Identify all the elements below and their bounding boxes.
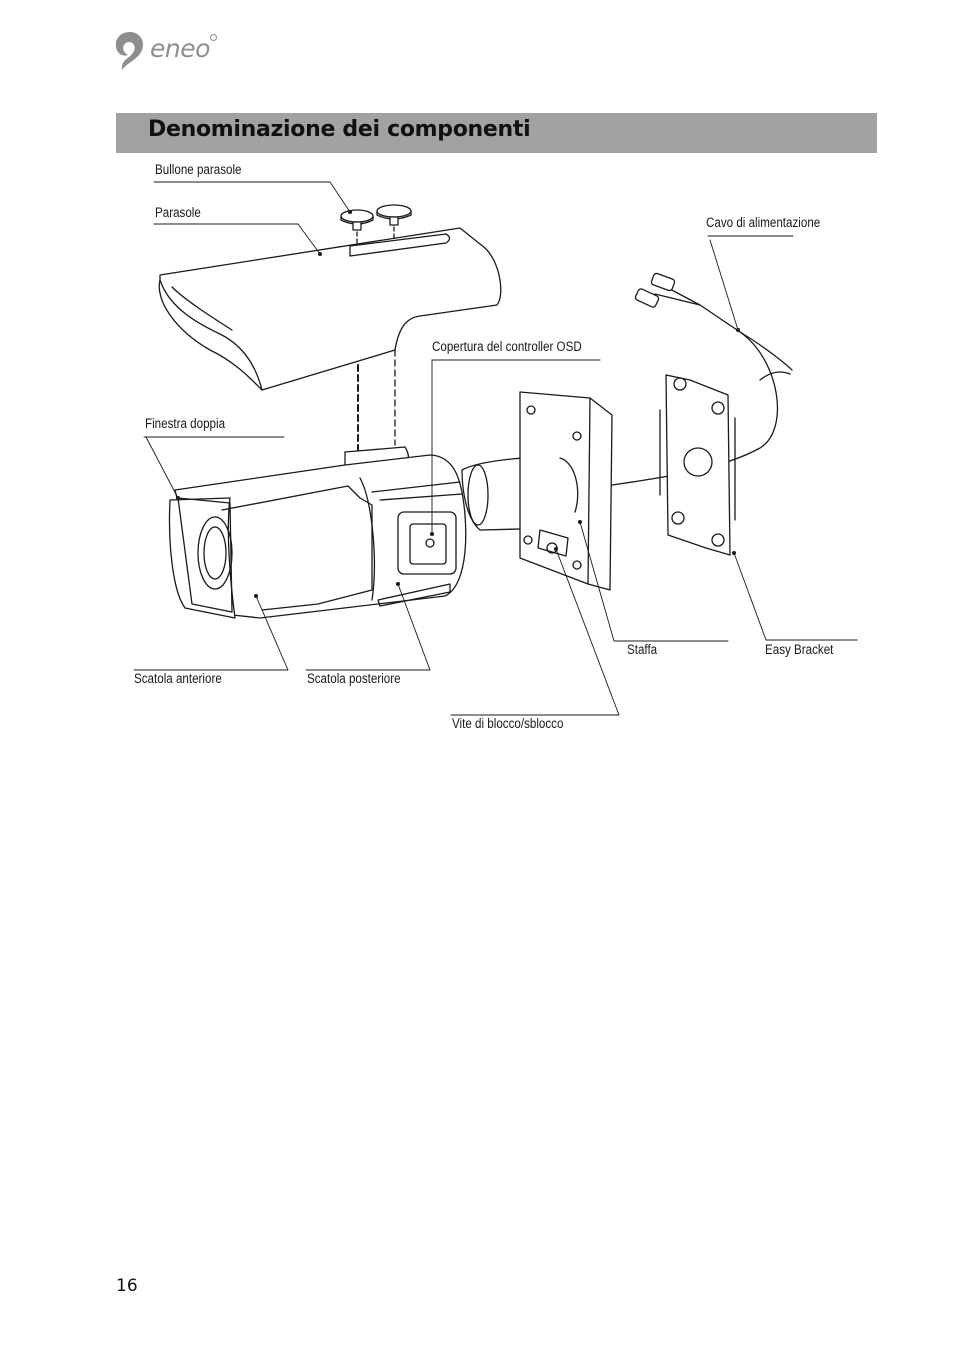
page-title: Denominazione dei componenti bbox=[148, 117, 531, 142]
camera-exploded-diagram bbox=[133, 181, 858, 716]
label-cavo-alimentazione: Cavo di alimentazione bbox=[706, 215, 821, 230]
mount-bracket-drawing bbox=[519, 391, 613, 591]
logo-wordmark: eneo bbox=[150, 34, 210, 63]
label-finestra-doppia: Finestra doppia bbox=[145, 416, 226, 431]
leader-dots bbox=[176, 210, 740, 598]
easy-bracket-drawing bbox=[659, 374, 736, 556]
camera-body-drawing bbox=[168, 446, 570, 619]
brand-logo: eneo bbox=[114, 30, 224, 72]
leader-lines bbox=[133, 181, 858, 716]
label-parasole: Parasole bbox=[155, 205, 201, 220]
label-easy-bracket: Easy Bracket bbox=[765, 642, 834, 657]
cable-drawing bbox=[611, 272, 793, 486]
label-staffa: Staffa bbox=[627, 642, 658, 657]
eneo-swirl-icon bbox=[115, 32, 143, 70]
label-bullone-parasole: Bullone parasole bbox=[155, 162, 242, 177]
section-title-bar: Denominazione dei componenti bbox=[116, 113, 877, 153]
label-vite-blocco: Vite di blocco/sblocco bbox=[452, 716, 564, 731]
label-scatola-anteriore: Scatola anteriore bbox=[134, 671, 222, 686]
page-number: 16 bbox=[116, 1276, 138, 1296]
label-copertura-osd: Copertura del controller OSD bbox=[432, 339, 582, 354]
registered-mark-icon bbox=[210, 34, 217, 41]
label-scatola-posteriore: Scatola posteriore bbox=[307, 671, 401, 686]
sunshield-drawing bbox=[158, 227, 502, 451]
